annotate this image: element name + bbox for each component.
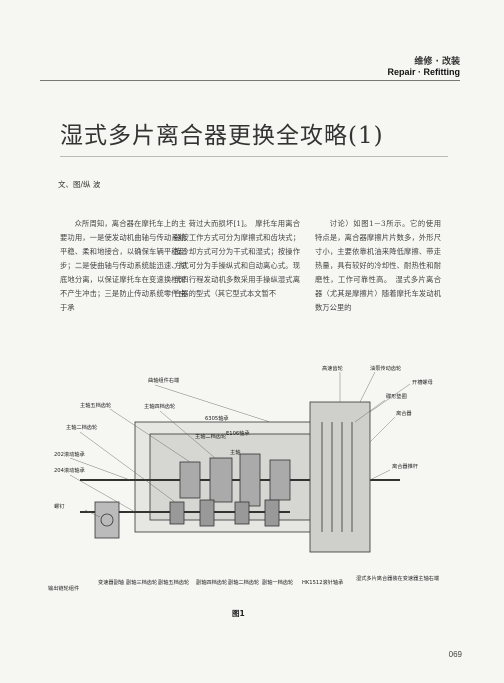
callout-label: 主轴二档齿轮 <box>195 432 226 440</box>
callout-label: 副轴五档齿轮 <box>158 578 189 586</box>
header-rule <box>40 80 460 81</box>
callout-label: 碟形垫圈 <box>386 392 407 400</box>
author-line: 文、图/纵 波 <box>58 180 101 189</box>
callout-label: 副轴一档齿轮 <box>262 578 293 586</box>
paragraph: 众所周知，离合器在摩托车上的主要功用，一是使发动机曲轴与传动系统平稳、柔和地接合… <box>60 219 186 312</box>
callout-label: E106轴承 <box>226 429 250 437</box>
callout-label: 副轴三档齿轮 <box>126 578 157 586</box>
text-column-3: 讨论）如图1－3所示。它的使用特点是，离合器摩擦片片数多，外形尺寸小，主要依靠机… <box>315 217 441 315</box>
clutch-diagram: 高速齿轮 油泵传动齿轮 开槽螺母 碟形垫圈 离合器 曲轴组件右端 主轴五档齿轮 … <box>48 364 439 592</box>
article-title: 湿式多片离合器更换全攻略(1) <box>60 123 384 149</box>
callout-label: 主轴四档齿轮 <box>144 402 175 410</box>
callout-label: 202滚动轴承 <box>54 450 85 458</box>
callout-label: 离合器 <box>396 409 412 417</box>
callout-label: 变速器副轴 <box>98 578 124 586</box>
callout-label: 副轴二档齿轮 <box>228 578 259 586</box>
page-number: 069 <box>448 650 462 659</box>
section-label-cn: 维修 · 改装 <box>414 57 460 67</box>
text-column-2: 荷过大而损坏[1]。 摩托车用离合器按工作方式可分为摩擦式和齿块式；按冷却方式可… <box>174 217 300 301</box>
section-label-en: Repair · Refitting <box>387 67 460 77</box>
callout-label: 开槽螺母 <box>412 378 433 386</box>
callout-label: 高速齿轮 <box>322 364 343 372</box>
callout-label: 6305轴承 <box>205 414 229 422</box>
callout-label: 曲轴组件右端 <box>148 376 179 384</box>
title-rule <box>60 156 448 157</box>
text-column-1: 众所周知，离合器在摩托车上的主要功用，一是使发动机曲轴与传动系统平稳、柔和地接合… <box>60 217 186 315</box>
callout-label: 湿式多片离合器装在变速器主轴右端 <box>356 574 439 582</box>
callout-label: 主轴二档齿轮 <box>66 423 97 431</box>
callout-label: HK1512滚针轴承 <box>302 578 344 586</box>
paragraph: 荷过大而损坏[1]。 摩托车用离合器按工作方式可分为摩擦式和齿块式；按冷却方式可… <box>174 219 300 298</box>
callout-label: 204滚动轴承 <box>54 466 85 474</box>
callout-label: 主轴 <box>230 448 240 456</box>
callout-label: 副轴四档齿轮 <box>196 578 227 586</box>
callout-label: 输出链轮组件 <box>48 584 79 592</box>
figure-caption: 图1 <box>232 609 245 618</box>
callout-label: 离合器推杆 <box>392 462 418 470</box>
callout-label: 主轴五档齿轮 <box>80 401 111 409</box>
callout-label: 螺钉 <box>54 502 64 510</box>
callout-label: 油泵传动齿轮 <box>370 364 401 372</box>
paragraph: 讨论）如图1－3所示。它的使用特点是，离合器摩擦片片数多，外形尺寸小，主要依靠机… <box>315 219 441 312</box>
